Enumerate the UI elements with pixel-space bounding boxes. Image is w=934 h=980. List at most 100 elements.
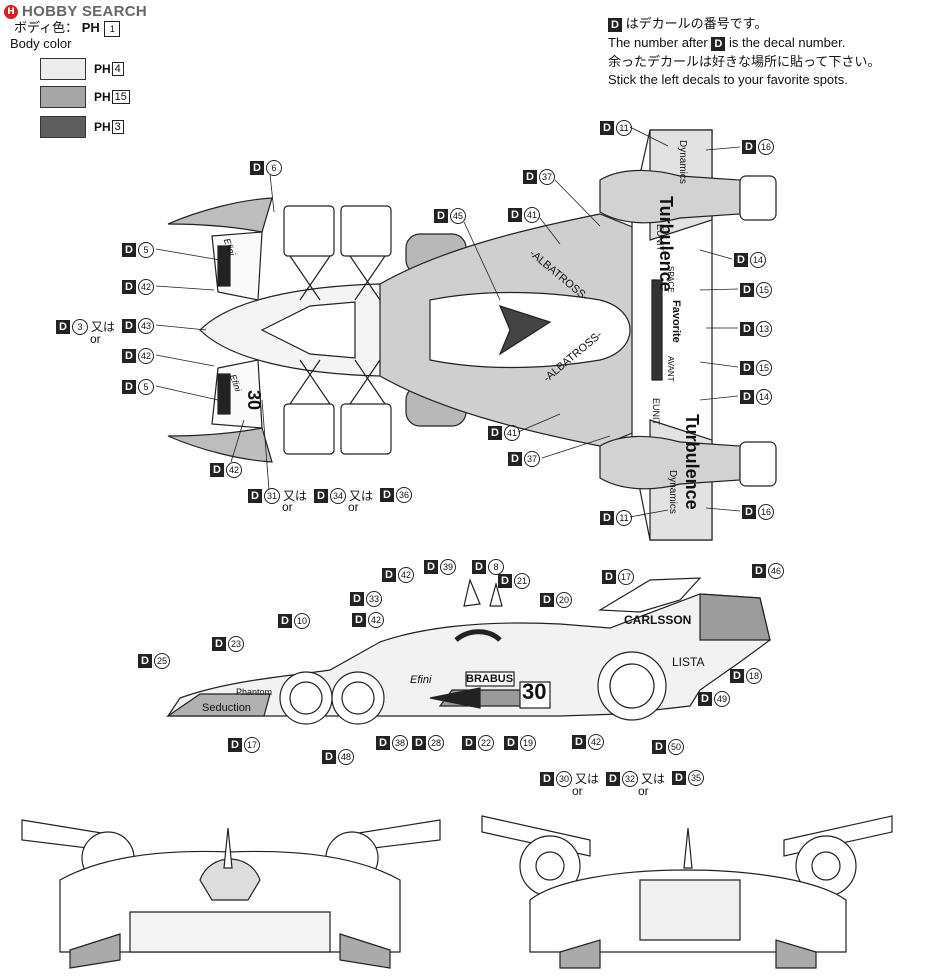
d-icon: D [572, 735, 586, 749]
num30-text-side: 30 [522, 679, 547, 704]
watermark: H HOBBY SEARCH [4, 3, 147, 20]
ph-prefix: PH [94, 90, 111, 104]
decal-number: 15 [756, 282, 772, 298]
favorite-text: Favorite [670, 300, 682, 343]
d-icon: D [606, 771, 620, 786]
decal-number: 6 [266, 160, 282, 176]
d-icon: D [672, 771, 686, 785]
decal-number: 23 [228, 636, 244, 652]
d-icon: D [248, 488, 262, 503]
decal-number: 34 [330, 487, 346, 504]
rear-view [481, 815, 893, 969]
d-icon: D [412, 736, 426, 750]
seduction-text: Seduction [202, 702, 251, 714]
or-word-31: or [282, 500, 293, 514]
d-icon: D [138, 654, 152, 668]
d-icon: D [740, 322, 754, 336]
d-icon: D [540, 593, 554, 607]
body-color-jp: ボディ色： PH 1 [14, 20, 121, 37]
dynamics-text-top: Dynamics [677, 140, 688, 184]
decal-number: 8 [488, 559, 504, 575]
d-icon: D [382, 568, 396, 582]
instruction-line2-b: is the decal number. [728, 35, 846, 50]
or-word-30: or [572, 784, 583, 798]
phantom-text: Phantom [236, 687, 273, 697]
decal-number: 39 [440, 559, 456, 575]
decal-number: 42 [398, 567, 414, 583]
d-icon: D [56, 319, 70, 334]
decal-number: 21 [514, 573, 530, 589]
decal-number: 19 [520, 735, 536, 751]
d-icon: D [350, 592, 364, 606]
instruction-line2: The number after D is the decal number. [608, 35, 845, 51]
d-icon: D [380, 488, 394, 502]
d-icon: D [488, 426, 502, 440]
decal-number: 3 [72, 318, 88, 335]
or-word-32: or [638, 784, 649, 798]
dynamics-text-bottom: Dynamics [667, 470, 678, 514]
or-jp: 又は [641, 772, 666, 786]
or-jp: 又は [349, 489, 374, 503]
d-icon: D [352, 613, 366, 627]
decal-number: 31 [264, 487, 280, 504]
side-view [166, 577, 771, 725]
decal-number: 16 [758, 504, 774, 520]
d-icon: D [608, 17, 622, 32]
d-icon: D [122, 280, 136, 294]
top-view [167, 129, 777, 541]
d-icon: D [424, 560, 438, 574]
decal-number: 14 [750, 252, 766, 268]
decal-number: 42 [368, 612, 384, 628]
d-icon: D [122, 243, 136, 257]
ph-prefix: PH [94, 120, 111, 134]
space-text: SPACE [666, 266, 675, 293]
d-icon: D [740, 361, 754, 375]
d-icon: D [462, 736, 476, 750]
decal-number: 14 [756, 389, 772, 405]
or-jp: 又は [575, 772, 600, 786]
d-icon: D [504, 736, 518, 750]
instruction-line2-a: The number after [608, 35, 708, 50]
instruction-line1-text: はデカールの番号です。 [625, 16, 768, 31]
d-icon: D [740, 390, 754, 404]
d-icon: D [652, 740, 666, 754]
d-icon: D [212, 637, 226, 651]
eunit-text-bottom: EUNIT [651, 398, 661, 425]
d-icon: D [434, 209, 448, 223]
decal-number: 32 [622, 770, 638, 787]
d-icon: D [314, 488, 328, 503]
decal-number: 5 [138, 379, 154, 395]
ph-code: 3 [111, 120, 124, 134]
d-icon: D [278, 614, 292, 628]
d-icon: D [508, 452, 522, 466]
or-word-3: or [90, 332, 101, 346]
decal-number: 30 [556, 770, 572, 787]
d-icon: D [600, 121, 614, 135]
d-icon: D [698, 692, 712, 706]
